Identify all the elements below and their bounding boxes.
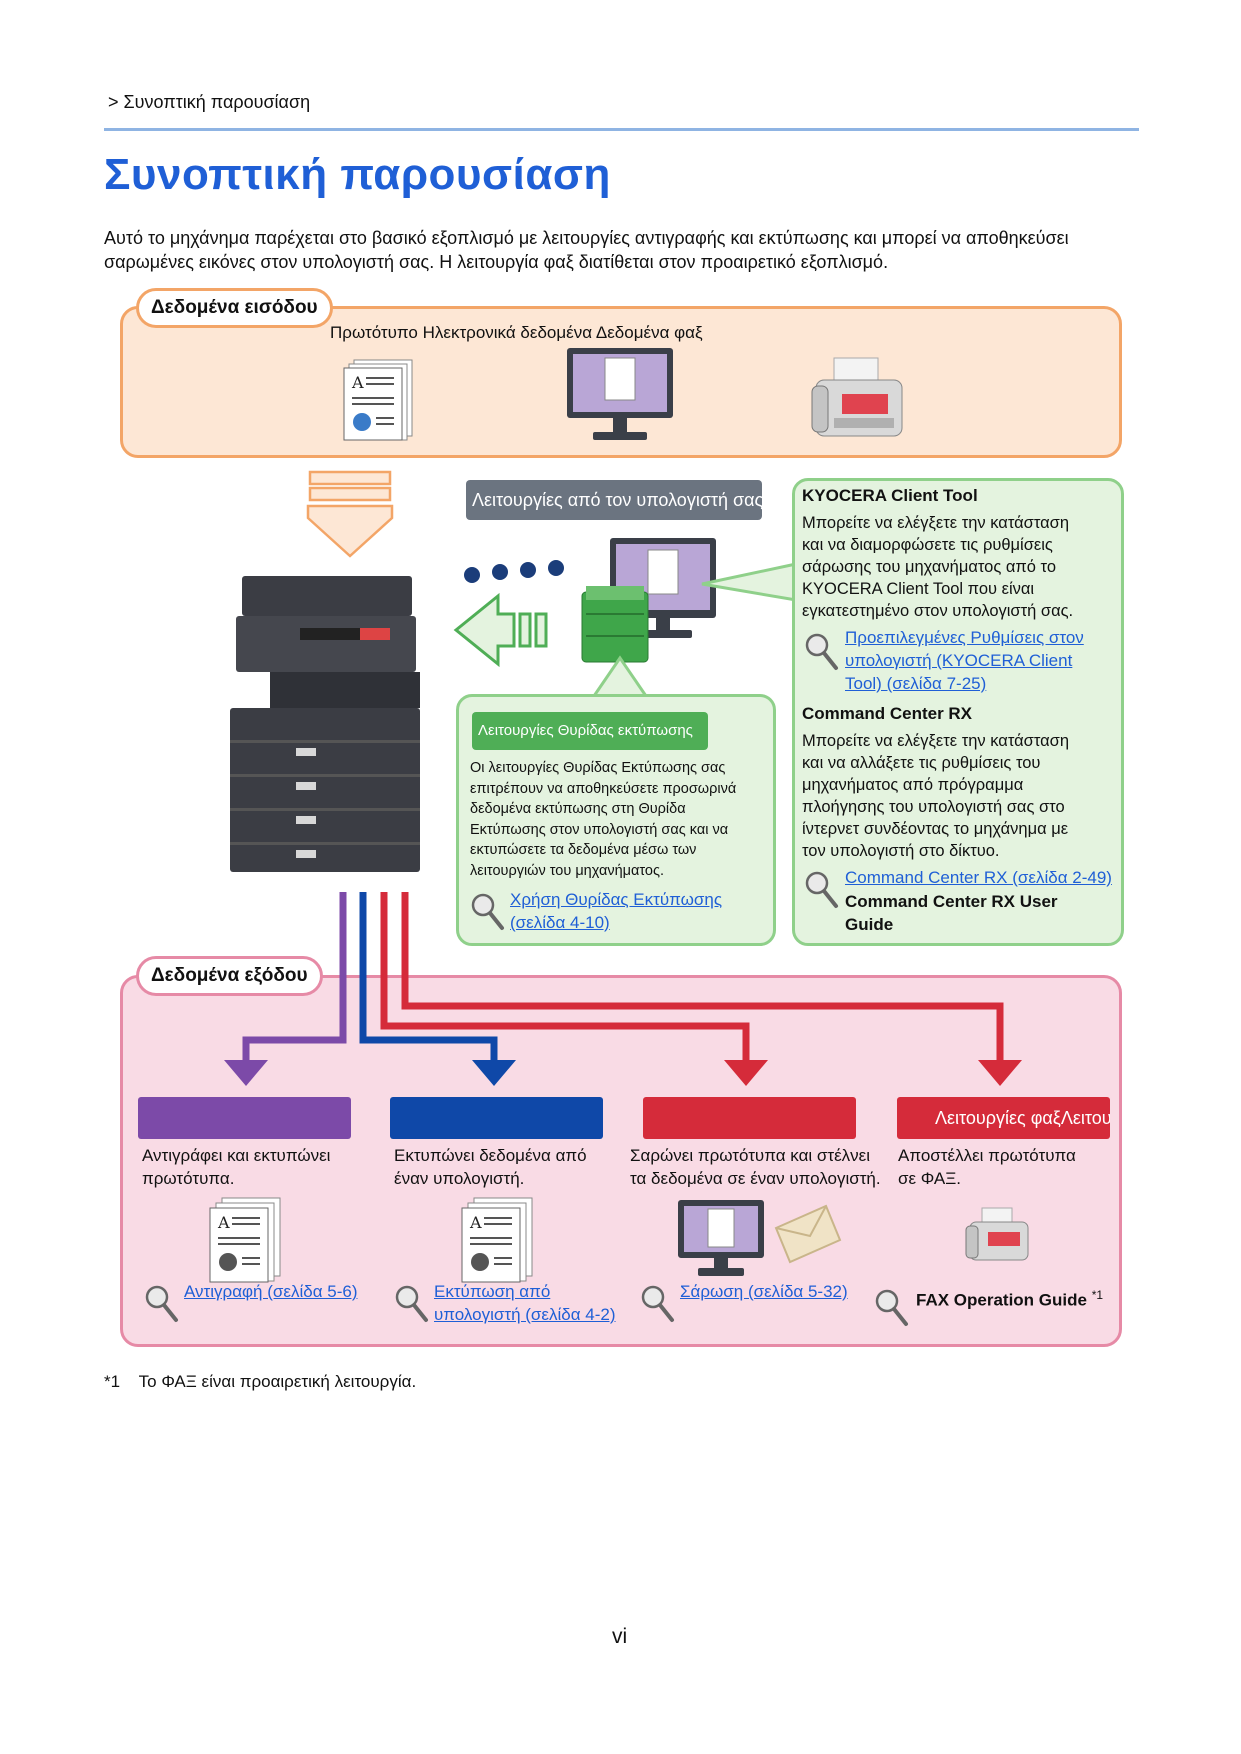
kyocera-link[interactable]: Προεπιλεγμένες Ρυθμίσεις στον υπολογιστή… [845, 628, 1084, 693]
copy-link[interactable]: Αντιγραφή (σελίδα 5-6) [184, 1282, 358, 1301]
page-title: Συνοπτική παρουσίαση [104, 150, 611, 199]
client-tool-callout [792, 478, 1124, 946]
svg-text:A: A [469, 1213, 482, 1232]
pc-functions-label: Λειτουργίες από τον υπολογιστή σας [466, 480, 762, 520]
document-box-label: Λειτουργίες Θυρίδας εκτύπωσης [472, 712, 708, 750]
intro-paragraph: Αυτό το μηχάνημα παρέχεται στο βασικό εξ… [104, 228, 1069, 272]
scan-link[interactable]: Σάρωση (σελίδα 5-32) [680, 1282, 848, 1301]
scan-function-bar [643, 1097, 856, 1139]
page-number: vi [612, 1625, 628, 1648]
command-center-link[interactable]: Command Center RX (σελίδα 2-49) [845, 868, 1112, 887]
fax-machine-icon [965, 1207, 1029, 1261]
svg-text:A: A [351, 373, 364, 392]
search-icon [395, 1285, 428, 1322]
header-divider [104, 128, 1139, 131]
svg-text:A: A [217, 1213, 230, 1232]
fax-guide-reference: FAX Operation Guide *1 [916, 1288, 1104, 1310]
computer-monitor-icon [567, 348, 673, 440]
input-flow-arrow [306, 470, 394, 558]
copy-function-bar [138, 1097, 351, 1139]
fax-caption: Αποστέλλει πρωτότυπα σε ΦΑΞ. [898, 1146, 1076, 1188]
kyocera-heading: KYOCERA Client Tool [802, 486, 978, 505]
search-icon [875, 1289, 908, 1326]
search-icon [805, 871, 838, 908]
fax-function-bar: Λειτουργίες φαξΛειτου [897, 1097, 1110, 1139]
multifunction-printer-image [230, 576, 420, 872]
print-function-bar [390, 1097, 603, 1139]
scan-caption: Σαρώνει πρωτότυπα και στέλνει τα δεδομέν… [630, 1146, 881, 1188]
command-center-guide: Command Center RX User Guide [845, 892, 1058, 934]
search-icon [805, 633, 838, 670]
print-caption: Εκτυπώνει δεδομένα από έναν υπολογιστή. [394, 1146, 587, 1188]
scan-to-pc-icon [678, 1200, 764, 1276]
command-center-description: Μπορείτε να ελέγξετε την κατάσταση και ν… [802, 732, 1070, 860]
kyocera-description: Μπορείτε να ελέγξετε την κατάσταση και ν… [802, 514, 1074, 620]
email-envelope-icon [774, 1204, 842, 1264]
print-document-icon: A [461, 1197, 533, 1283]
fax-machine-icon [811, 357, 903, 437]
search-icon [471, 893, 504, 930]
pc-to-printer-arrow [453, 592, 548, 668]
original-document-icon: A [343, 359, 413, 441]
document-box-description: Οι λειτουργίες Θυρίδας Εκτύπωσης σας επι… [470, 760, 737, 879]
connection-dots [464, 560, 564, 583]
command-center-heading: Command Center RX [802, 704, 973, 723]
search-icon [641, 1285, 674, 1322]
search-icon [145, 1285, 178, 1322]
output-flow-arrows [224, 892, 1022, 1086]
copy-document-icon: A [209, 1197, 281, 1283]
output-data-label: Δεδομένα εξόδου [136, 956, 323, 996]
footnote: *1 Το ΦΑΞ είναι προαιρετική λειτουργία. [104, 1372, 417, 1391]
breadcrumb: > Συνοπτική παρουσίαση [108, 92, 311, 112]
pc-with-document-box-icon [581, 538, 716, 663]
document-box-link[interactable]: Χρήση Θυρίδας Εκτύπωσης (σελίδα 4-10) [510, 890, 723, 932]
input-items-labels: Πρωτότυπο Ηλεκτρονικά δεδομένα Δεδομένα … [330, 323, 703, 342]
copy-caption: Αντιγράφει και εκτυπώνει πρωτότυπα. [142, 1146, 331, 1188]
print-link[interactable]: Εκτύπωση από υπολογιστή (σελίδα 4-2) [434, 1282, 616, 1324]
input-data-label: Δεδομένα εισόδου [136, 288, 333, 328]
